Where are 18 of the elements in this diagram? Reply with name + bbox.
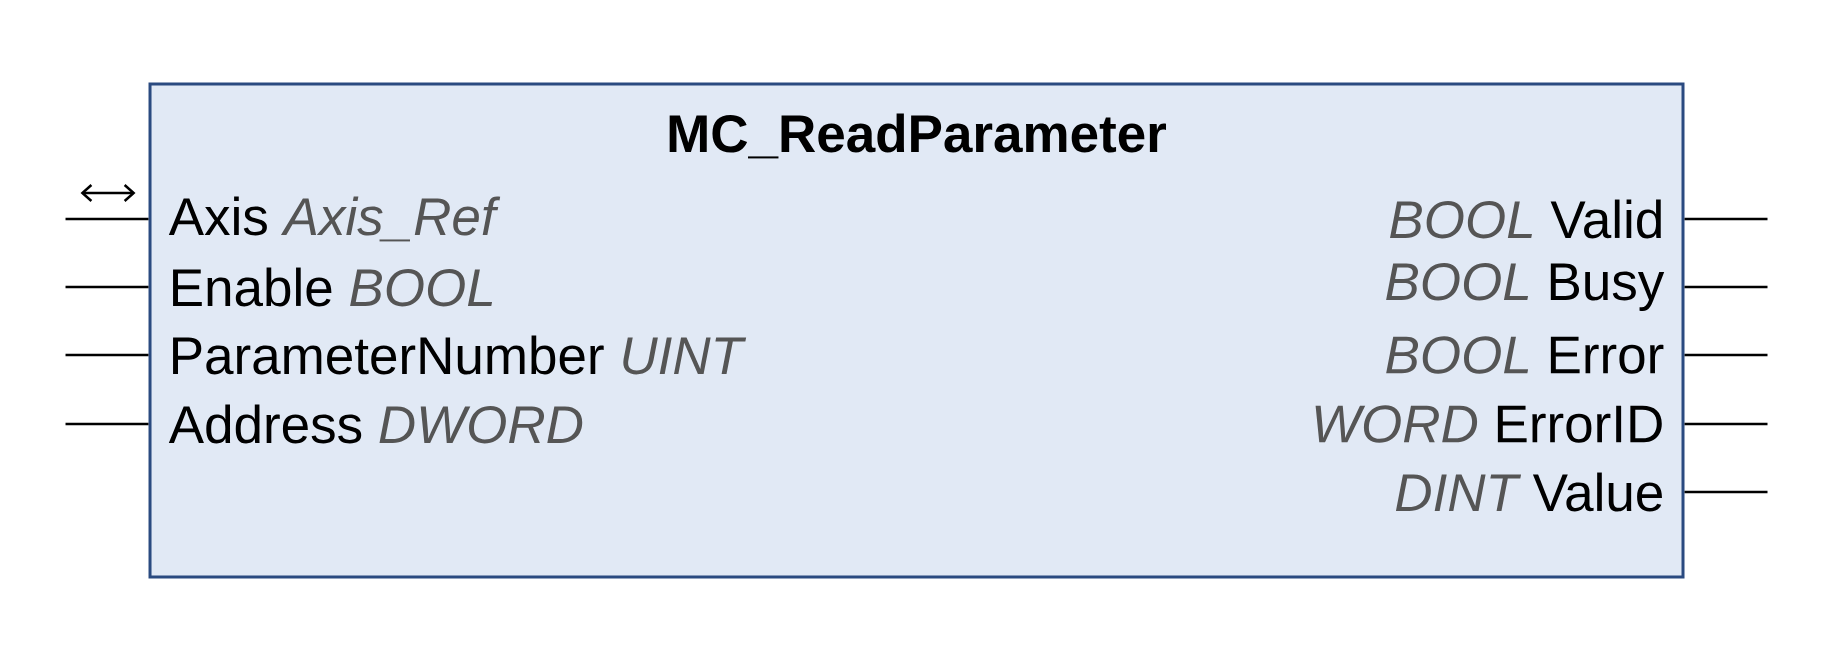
pin-label: DINT Value	[1395, 472, 1662, 512]
pin-label: ParameterNumber UINT	[173, 335, 747, 375]
pin-line	[65, 285, 149, 289]
pin-line	[1684, 490, 1768, 494]
pin-label: Address DWORD	[168, 404, 583, 444]
pin-label: BOOL Valid	[1390, 199, 1661, 239]
pin-line	[1684, 353, 1768, 357]
pin-line	[1684, 285, 1768, 289]
pin-line	[65, 353, 149, 357]
pin-line	[1684, 422, 1768, 426]
pin-label: WORD ErrorID	[1315, 405, 1662, 443]
pin-label: BOOL Error	[1386, 336, 1664, 374]
pin-line	[65, 217, 149, 221]
pin-label: Axis Axis_Ref	[168, 196, 501, 242]
pin-label: BOOL Busy	[1386, 263, 1665, 311]
pin-line	[65, 422, 149, 426]
pin-line	[1684, 217, 1768, 221]
pin-label: Enable BOOL	[173, 267, 493, 307]
